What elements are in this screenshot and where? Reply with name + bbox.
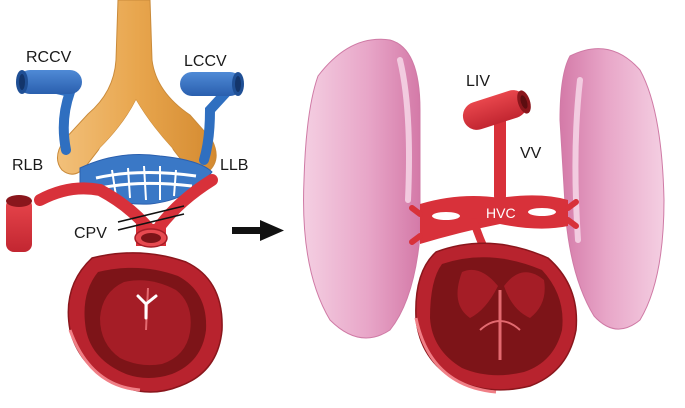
heart-left bbox=[67, 252, 223, 393]
lung-left bbox=[303, 38, 421, 339]
rccv-vein bbox=[16, 70, 82, 155]
right-panel: LIV VV HVC bbox=[303, 38, 665, 394]
label-hvc: HVC bbox=[486, 205, 516, 221]
heart-right bbox=[414, 242, 578, 394]
left-panel: RCCV LCCV RLB LLB CPV bbox=[6, 0, 248, 393]
label-vv: VV bbox=[520, 145, 542, 162]
label-rlb: RLB bbox=[12, 157, 43, 174]
vertical-vein bbox=[462, 90, 531, 202]
lccv-vein bbox=[180, 72, 244, 165]
label-lccv: LCCV bbox=[184, 53, 227, 70]
pulmonary-vein-left bbox=[6, 174, 218, 252]
right-arrow-icon bbox=[232, 220, 284, 241]
label-llb: LLB bbox=[220, 157, 248, 174]
cpv-ligation bbox=[117, 205, 185, 231]
label-liv: LIV bbox=[466, 73, 490, 90]
horizontal-venous-confluence bbox=[409, 195, 579, 256]
label-cpv: CPV bbox=[74, 225, 107, 242]
label-rccv: RCCV bbox=[26, 49, 72, 66]
